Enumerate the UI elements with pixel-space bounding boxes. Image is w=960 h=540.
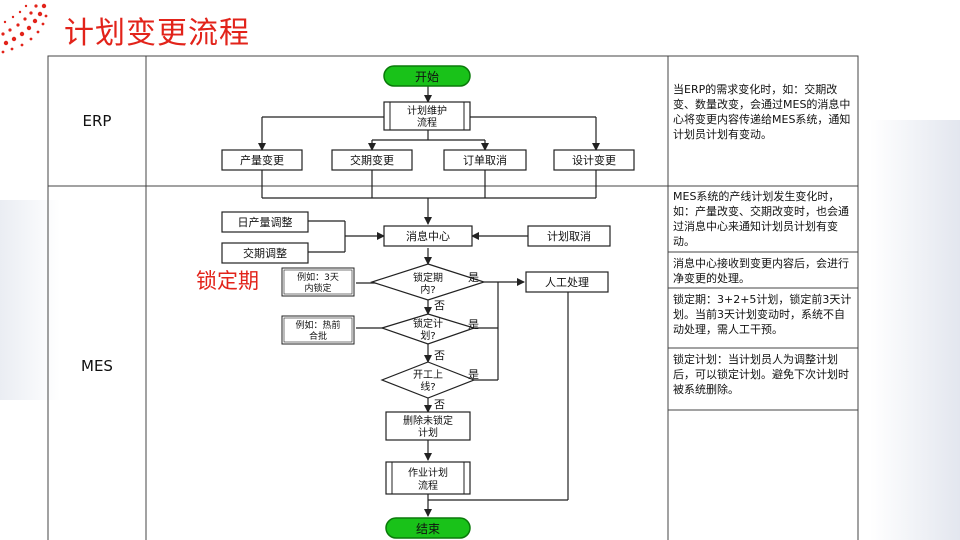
plan-cancel-box: 计划取消: [527, 225, 611, 247]
svg-text:线?: 线?: [420, 380, 435, 393]
lock-period-callout: 锁定期: [196, 269, 259, 293]
note-locked-plan: 锁定计划：当计划员人为调整计划后，可以锁定计划。避免下次计划时被系统删除。: [673, 353, 849, 396]
comment-box-example-2: 例如：热前 合批: [281, 315, 355, 345]
note-lock-period: 锁定期：3+2+5计划，锁定前3天计划。当前3天计划变动时，系统不自动处理，需人…: [673, 293, 852, 336]
svg-text:作业计划: 作业计划: [408, 466, 448, 479]
daily-qty-adjust-box: 日产量调整: [221, 211, 309, 233]
svg-text:产量变更: 产量变更: [240, 153, 284, 167]
edge-label-yes-2: 是: [468, 318, 479, 331]
message-center-box: 消息中心: [383, 225, 473, 247]
svg-text:例如：热前: 例如：热前: [295, 319, 340, 331]
plan-maintenance-process: 计划维护 流程: [383, 101, 471, 131]
edge-label-no-2: 否: [434, 349, 445, 362]
comment-box-example-1: 例如：3天 内锁定: [281, 267, 355, 297]
svg-text:内锁定: 内锁定: [304, 282, 331, 294]
decision-locked-plan: 锁定计 划?: [380, 313, 476, 345]
decision-started-line: 开工上 线?: [380, 361, 476, 399]
svg-text:计划: 计划: [418, 426, 438, 439]
note-message-center: 消息中心接收到变更内容后，会进行净变更的处理。: [673, 257, 849, 285]
svg-text:内?: 内?: [420, 283, 435, 296]
svg-text:流程: 流程: [418, 479, 438, 492]
delete-unlocked-plan-box: 删除未锁定 计划: [385, 411, 471, 441]
edge-label-no-3: 否: [434, 398, 445, 411]
background-blur-right: [870, 120, 960, 540]
svg-text:锁定期: 锁定期: [413, 271, 443, 284]
svg-text:开工上: 开工上: [413, 369, 443, 381]
svg-text:计划维护: 计划维护: [407, 104, 447, 117]
svg-text:设计变更: 设计变更: [572, 153, 616, 167]
note-mes-change: MES系统的产线计划发生变化时，如：产量改变、交期改变时，也会通过消息中心来通知…: [673, 190, 849, 248]
decorative-dots-logo: [1, 3, 48, 54]
date-adjust-box: 交期调整: [221, 242, 309, 264]
end-node: 结束: [385, 517, 471, 539]
svg-text:交期变更: 交期变更: [350, 153, 394, 167]
page-title: 计划变更流程: [64, 16, 250, 51]
svg-text:消息中心: 消息中心: [406, 229, 450, 243]
lane-label-mes: MES: [81, 357, 113, 375]
design-change-box: 设计变更: [553, 149, 635, 171]
svg-text:计划取消: 计划取消: [547, 229, 591, 243]
svg-text:交期调整: 交期调整: [243, 246, 287, 260]
job-plan-process: 作业计划 流程: [385, 461, 471, 495]
svg-text:删除未锁定: 删除未锁定: [403, 414, 453, 427]
note-erp-change: 当ERP的需求变化时，如：交期改变、数量改变，会通过MES的消息中心将变更内容传…: [673, 83, 851, 141]
decision-lock-period: 锁定期 内?: [370, 263, 486, 301]
svg-text:订单取消: 订单取消: [463, 153, 507, 167]
svg-text:划?: 划?: [420, 329, 435, 342]
swimlane-frame: [47, 55, 859, 540]
qty-change-box: 产量变更: [221, 149, 303, 171]
svg-text:日产量调整: 日产量调整: [238, 215, 293, 229]
background-blur-left: [0, 200, 60, 400]
edge-label-yes-1: 是: [468, 271, 479, 284]
edge-label-yes-3: 是: [468, 368, 479, 381]
order-cancel-box: 订单取消: [443, 149, 527, 171]
start-node: 开始: [383, 65, 471, 87]
svg-text:锁定计: 锁定计: [413, 317, 443, 330]
svg-text:结束: 结束: [416, 522, 440, 536]
connectors: [258, 86, 600, 517]
svg-text:开始: 开始: [415, 70, 439, 84]
svg-text:例如：3天: 例如：3天: [297, 271, 339, 283]
svg-text:合批: 合批: [309, 330, 327, 342]
svg-text:人工处理: 人工处理: [545, 276, 589, 289]
lane-label-erp: ERP: [83, 112, 112, 130]
svg-text:流程: 流程: [417, 116, 437, 129]
date-change-box: 交期变更: [331, 149, 413, 171]
notes-separators: [668, 185, 858, 411]
edge-label-no-1: 否: [434, 299, 445, 312]
manual-handling-box: 人工处理: [525, 271, 609, 293]
